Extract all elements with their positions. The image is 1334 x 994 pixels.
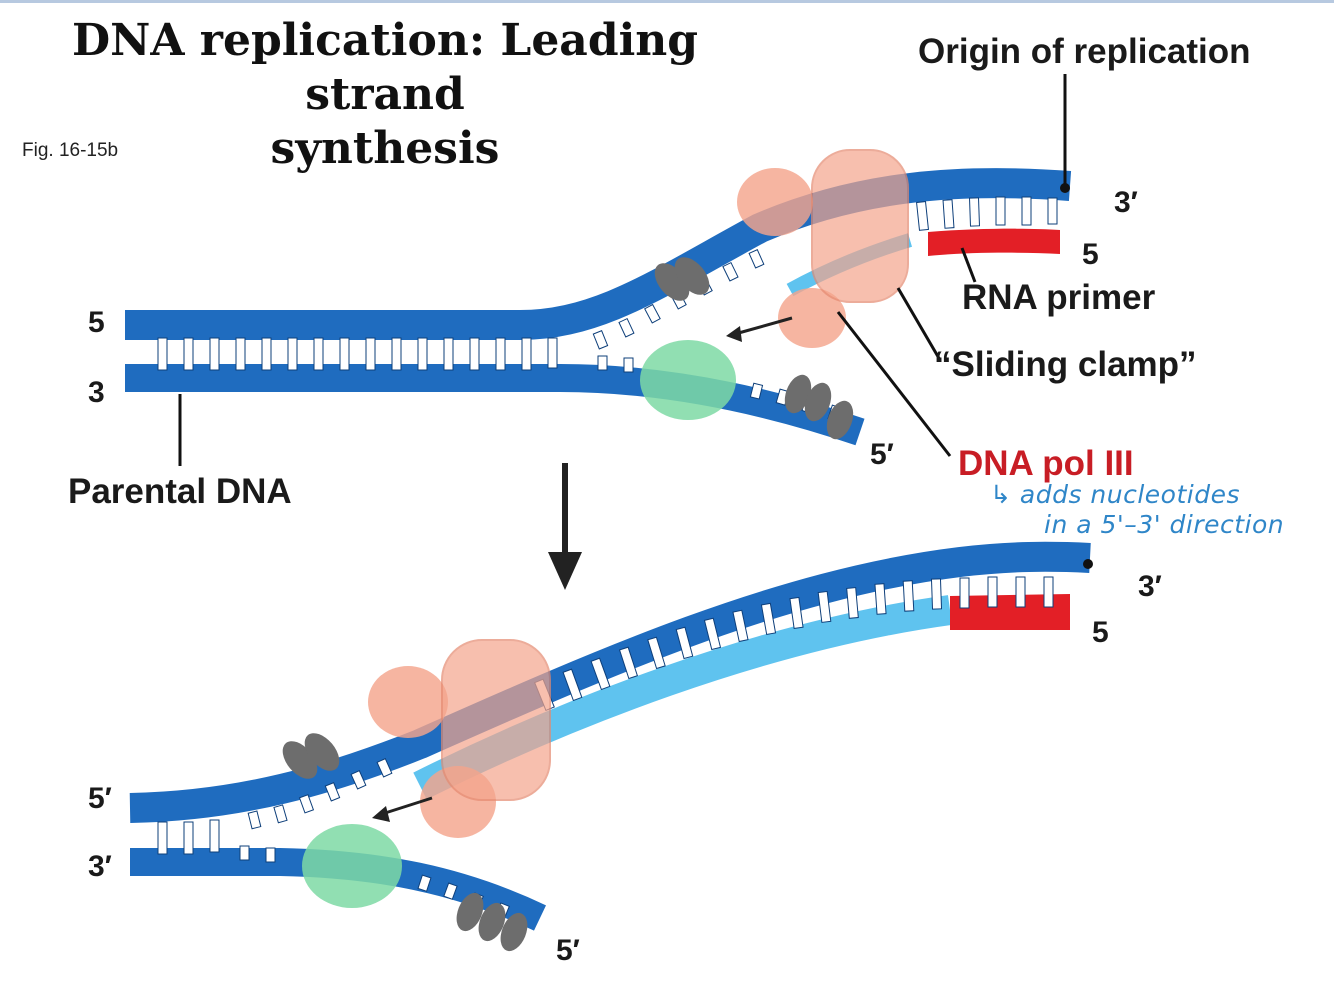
annotation-line-1: ↳ adds nucleotides	[990, 480, 1241, 509]
top-rna-primer	[928, 228, 1060, 256]
bottom-binding-proteins	[282, 733, 528, 952]
top-helicase	[640, 340, 736, 420]
top-end-left-bottom: 3	[88, 376, 105, 409]
annotation-line-2: in a 5'–3' direction	[1044, 510, 1285, 539]
top-synthesis-arrow	[734, 316, 793, 336]
bottom-synthesis-arrow	[381, 796, 433, 816]
origin-dot-top	[1060, 183, 1070, 193]
bottom-parental-base-pairs	[157, 819, 220, 855]
pol-leader-line	[836, 311, 952, 457]
top-synthesis-arrowhead	[726, 326, 742, 342]
bottom-end-right-bottom: 5	[1092, 616, 1109, 649]
label-sliding-clamp: “Sliding clamp”	[934, 345, 1197, 384]
origin-dot-bottom	[1083, 559, 1093, 569]
label-origin: Origin of replication	[918, 32, 1251, 71]
top-binding-proteins	[654, 257, 854, 440]
bottom-end-right-top: 3′	[1138, 570, 1162, 603]
top-end-lower-strand: 5′	[870, 438, 894, 471]
bottom-rna-primer	[950, 594, 1070, 630]
top-dna-pol-iii	[737, 168, 846, 348]
figure-number: Fig. 16-15b	[22, 140, 119, 161]
label-dna-pol-iii: DNA pol III	[958, 444, 1134, 483]
title-line-2: synthesis	[270, 123, 500, 174]
slide-title: DNA replication: Leading strand synthesi…	[0, 14, 770, 176]
transition-arrowhead	[548, 552, 582, 590]
label-parental-dna: Parental DNA	[68, 472, 292, 511]
top-replicated-base-pairs	[916, 196, 1058, 231]
title-line-1: DNA replication: Leading strand	[71, 15, 699, 120]
bottom-synthesis-arrowhead	[372, 806, 390, 822]
bottom-end-left-top: 5′	[88, 782, 112, 815]
label-rna-primer: RNA primer	[962, 278, 1156, 317]
clamp-leader-line	[896, 287, 942, 361]
slide-top-rule	[0, 0, 1334, 3]
bottom-leading-strand-backbone	[129, 541, 1091, 823]
bottom-end-left-bottom: 3′	[88, 850, 112, 883]
bottom-sliding-clamp	[441, 639, 551, 801]
top-lagging-strand-backbone	[125, 364, 865, 446]
top-end-left-top: 5	[88, 306, 105, 339]
rna-primer-leader-line	[960, 247, 977, 283]
top-end-right-bottom: 5	[1082, 238, 1099, 271]
bottom-replicated-base-pairs	[534, 576, 1054, 712]
bottom-helicase	[302, 824, 402, 908]
top-parental-base-pairs	[157, 337, 558, 371]
top-sliding-clamp	[811, 149, 909, 303]
bottom-end-lower-strand: 5′	[556, 934, 580, 967]
top-end-right-top: 3′	[1114, 186, 1138, 219]
